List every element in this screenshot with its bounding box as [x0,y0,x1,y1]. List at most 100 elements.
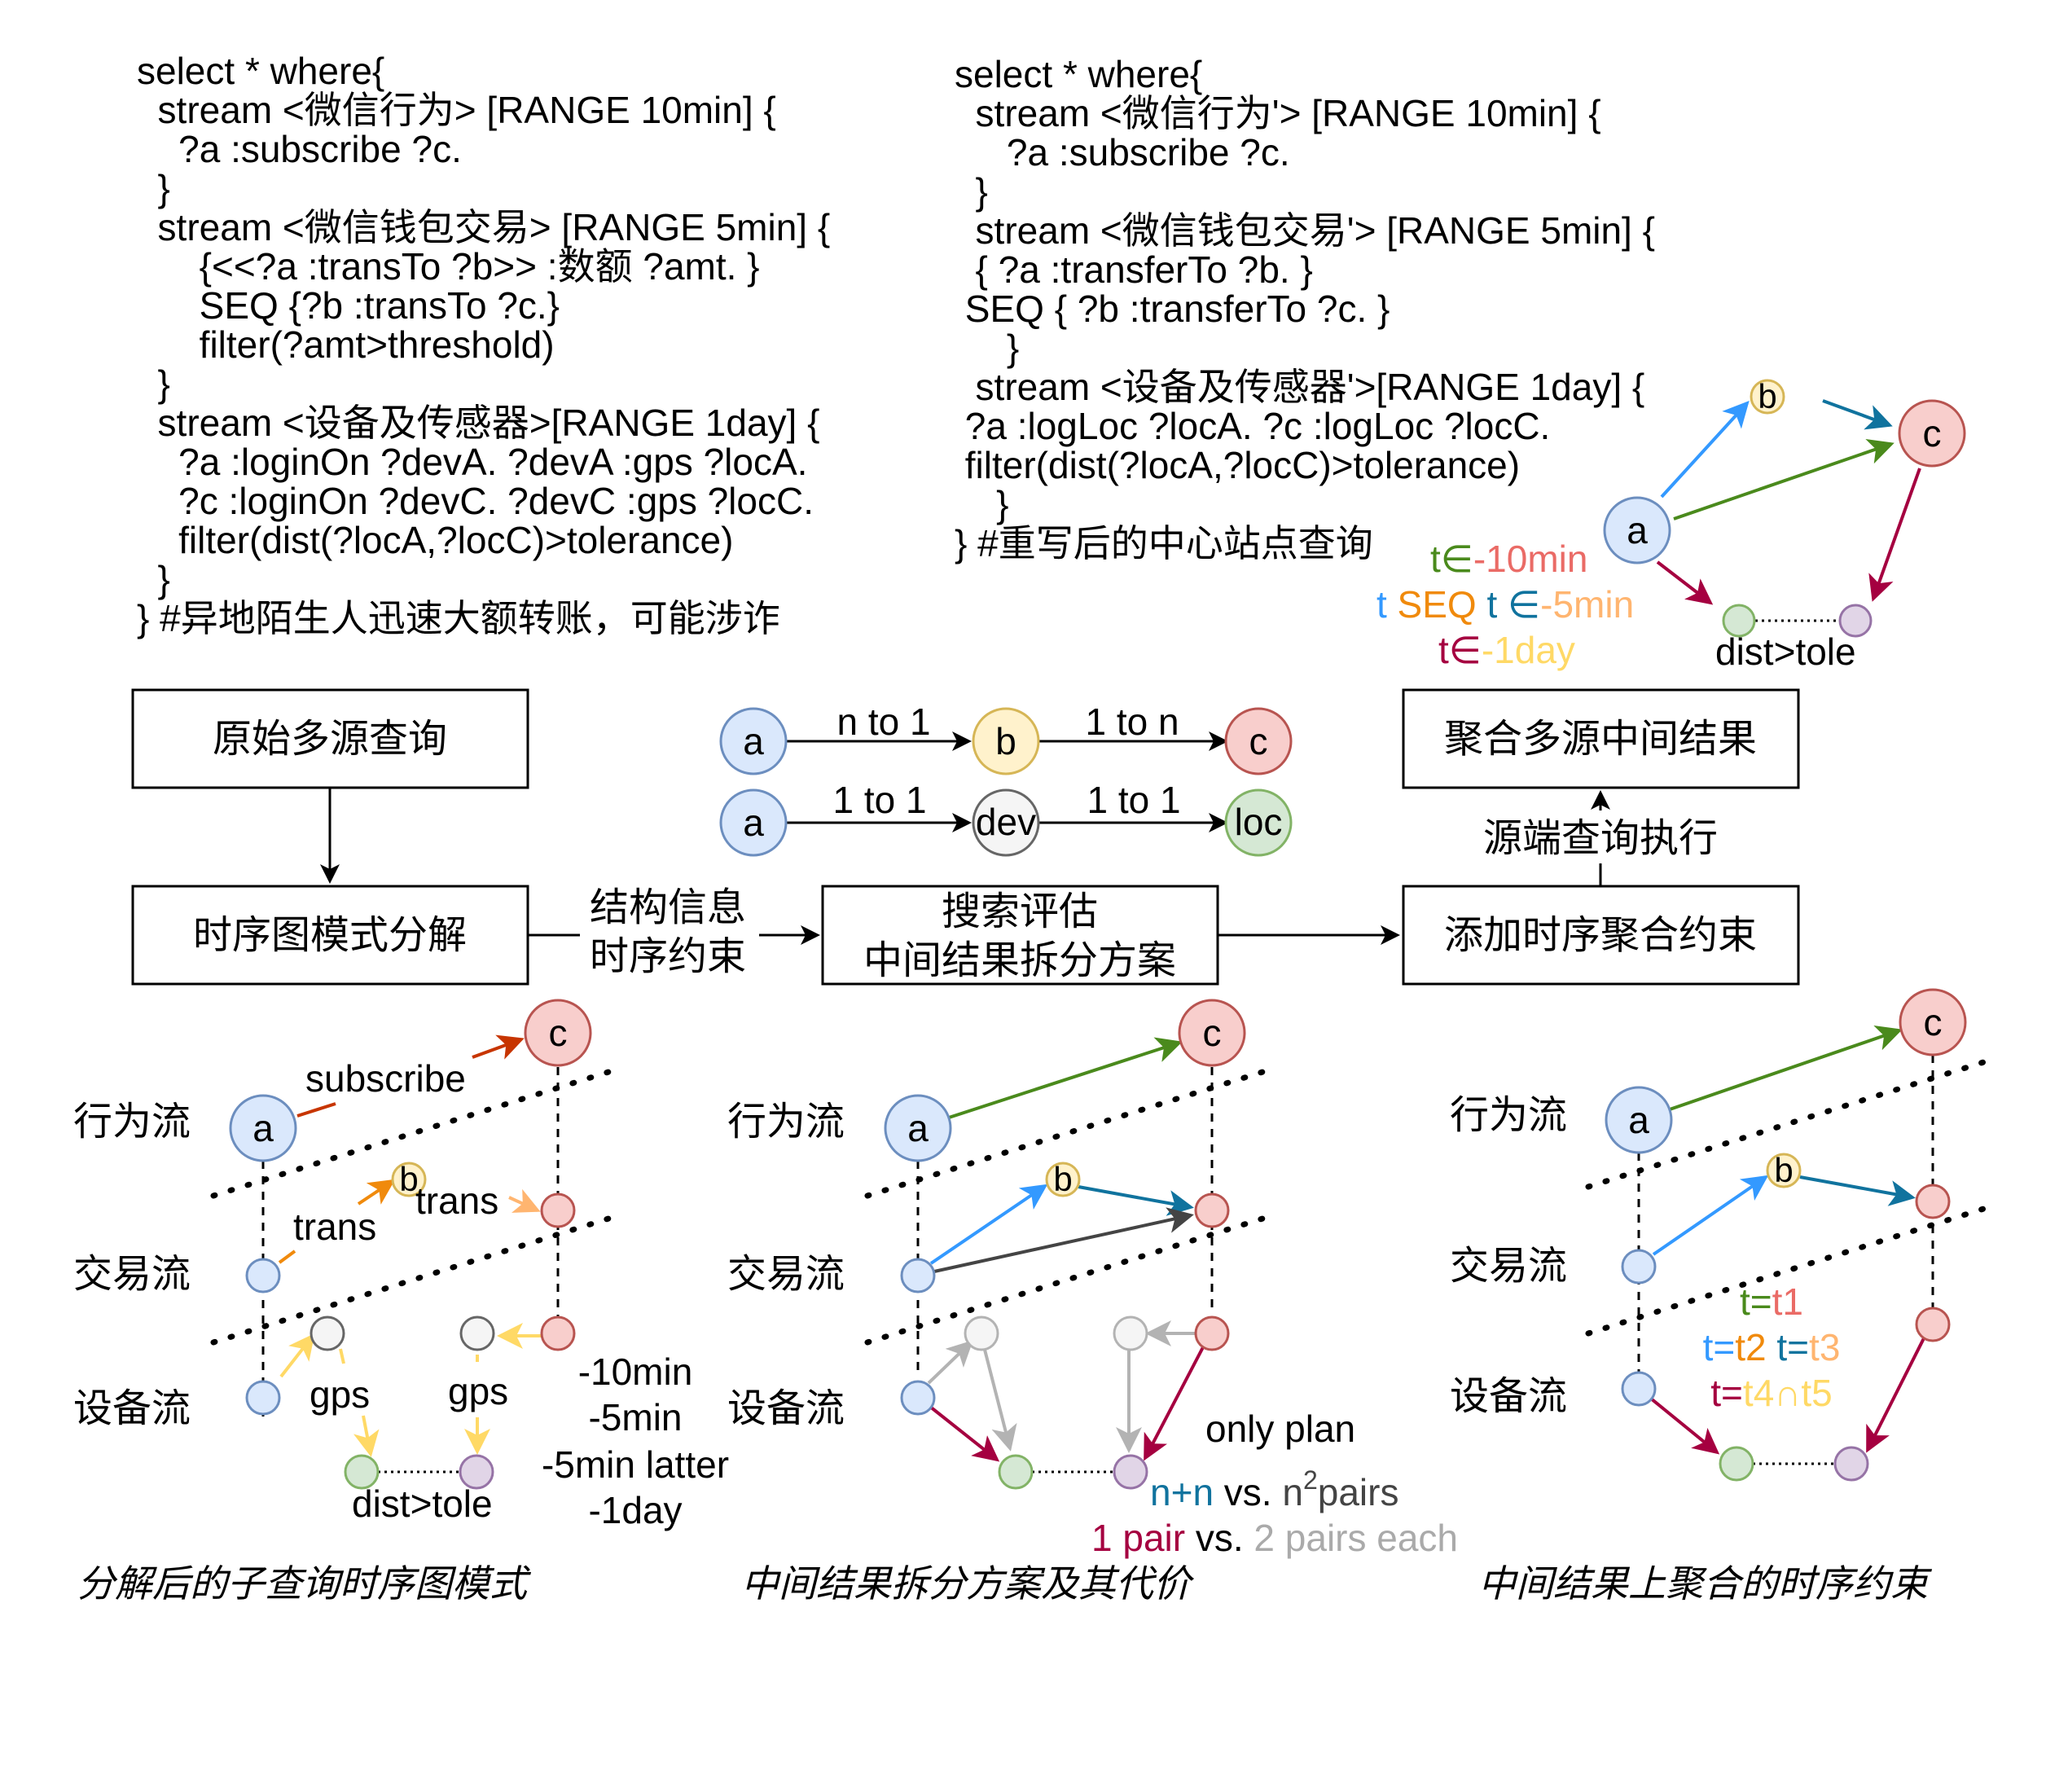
code-line: } [137,167,170,209]
edge-b-c [1799,1175,1916,1206]
node-c-trade [1915,1184,1951,1219]
stream-label-behavior: 行为流 [1450,1094,1567,1137]
node-b-label: b [1758,377,1776,415]
code-line: } [955,483,1008,525]
constraint-line-2: t SEQ t ∈-5min [1376,583,1634,626]
node-loc-a [344,1454,380,1490]
box-search-label-1: 搜索评估 [942,890,1098,933]
panel-aggregated-constraints: 行为流 交易流 设备流 a c b t=t1 t=t2 t=t3 t=t4∩t5… [1450,988,1997,1605]
edge-c-loc [1144,1346,1205,1461]
code-line: filter(dist(?locA,?locC)>tolerance) [137,519,733,561]
node-b [1750,379,1785,415]
code-line: SEQ { ?b :transferTo ?c. } [955,288,1390,330]
code-line: stream <设备及传感器>[RANGE 1day] { [137,402,819,444]
dist-label: dist>tole [352,1482,493,1525]
label-cost-2: 1 pair vs. 2 pairs each [1091,1517,1458,1559]
stream-label-trade: 交易流 [73,1253,191,1296]
node-c-label: c [1203,1012,1222,1054]
dist-label: dist>tole [1715,630,1856,673]
node-c [1898,399,1966,468]
constraint-line-3: t=t4∩t5 [1710,1372,1832,1414]
card-node-a [719,788,788,857]
edge-label-structure: 结构信息 [590,886,746,929]
stream-label-behavior: 行为流 [73,1100,191,1144]
box-aggregate-label: 聚合多源中间结果 [1444,718,1757,761]
card-edge-label: 1 to 1 [1087,779,1180,821]
constraint-line-2: t=t2 t=t3 [1703,1326,1841,1368]
code-line: stream <微信钱包交易> [RANGE 5min] { [137,206,830,248]
caption-panel-3: 中间结果上聚合的时序约束 [1478,1562,1933,1605]
node-a-trade [1621,1249,1657,1285]
node-c [1899,988,1967,1056]
stream-label-device: 设备流 [73,1387,191,1430]
card-node-loc-label: loc [1235,801,1283,843]
stream-label-trade: 交易流 [727,1253,845,1296]
node-dev-c [459,1315,495,1351]
code-line: { ?a :transferTo ?b. } [955,248,1313,291]
code-line: stream <微信行为'> [RANGE 10min] { [955,92,1601,134]
box-search [821,885,1219,986]
label-only-plan: only plan [1205,1408,1355,1450]
stream-separator [210,1065,622,1199]
flow: 原始多源查询 时序图模式分解 搜索评估 中间结果拆分方案 添加时序聚合约束 聚合… [131,688,1800,986]
card-node-c [1224,707,1293,775]
edge-a-c [1669,1025,1903,1111]
node-c-device [540,1315,576,1351]
node-a [1603,496,1671,564]
node-loc-c [1833,1446,1869,1482]
node-a-device [900,1380,936,1416]
exec-label-bg [1478,810,1723,863]
label-cost-1: n+n vs. n2pairs [1150,1465,1398,1513]
label-subscribe: subscribe [305,1057,466,1100]
node-dev-c [1113,1315,1148,1351]
edge-trans2 [508,1188,541,1213]
edge-trans1 [357,1179,396,1206]
edge-c-loc [1866,1337,1925,1453]
node-a-label: a [252,1107,274,1149]
node-b [1045,1162,1081,1197]
edge-gray [927,1340,973,1385]
edge-c-loc [1868,468,1921,602]
node-loc-c [459,1454,494,1490]
card-node-b-label: b [995,720,1016,762]
edge-gray [983,1349,1017,1452]
card-edge-label: 1 to 1 [832,779,926,821]
node-loc-c [1113,1454,1148,1490]
constraint-line-1: t=t1 [1740,1280,1803,1323]
code-line: SEQ {?b :transTo ?c.} [137,284,560,327]
stream-label-trade: 交易流 [1450,1245,1567,1288]
stream-separator [1585,1056,1997,1190]
stream-separator [864,1065,1276,1199]
node-c-trade [540,1192,576,1228]
node-dev-a [964,1315,999,1351]
code-line: filter(?amt>threshold) [137,323,555,366]
code-line: select * where{ [137,50,384,92]
node-c-device [1194,1315,1230,1351]
code-line: ?a :subscribe ?c. [137,128,462,170]
code-line: } [137,362,170,405]
label-trans: trans [415,1179,498,1222]
node-a-device [245,1380,281,1416]
node-b-label: b [399,1160,418,1198]
constraint-label: -5min latter [542,1443,729,1486]
edge-a-c-trade [933,1207,1194,1273]
edge-subscribe [472,1034,525,1060]
code-line: filter(dist(?locA,?locC)>tolerance) [955,444,1520,486]
stream-separator [1585,1202,1997,1337]
edge-a-c [1673,438,1895,520]
edge-label-exec: 源端查询执行 [1483,817,1718,860]
constraint-label: -5min [588,1396,682,1438]
box-add-constraint-label: 添加时序聚合约束 [1444,914,1757,957]
edge-b-c [1822,399,1893,430]
card-node-loc [1224,788,1293,857]
box-original-query [131,688,529,789]
node-loc-a [1719,1446,1754,1482]
code-line: stream <微信行为> [RANGE 10min] { [137,89,776,131]
node-c-trade [1194,1192,1230,1228]
edge-label-bg [580,884,759,982]
edge-label-temporal: 时序约束 [590,935,746,978]
code-line: select * where{ [955,53,1202,95]
edge-a-b [1652,1175,1769,1256]
top-query-graph: a b c dist>tole t∈-10min t SEQ t ∈-5min … [1376,377,1966,673]
